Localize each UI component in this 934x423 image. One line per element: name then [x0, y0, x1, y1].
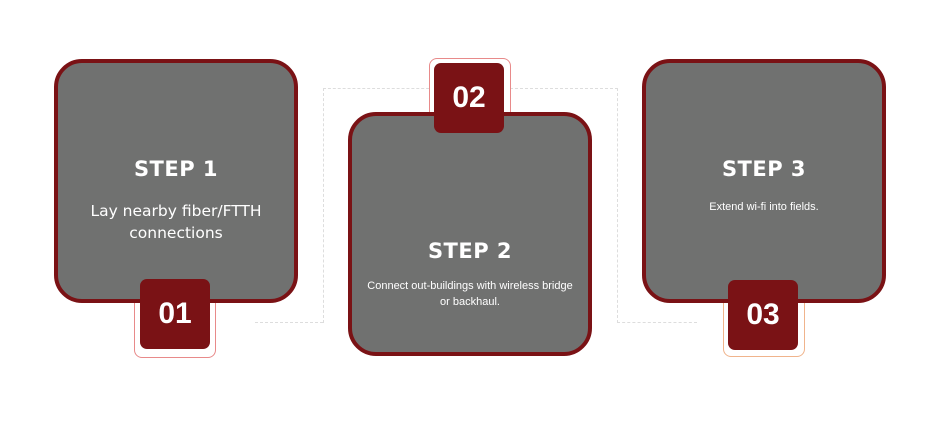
step-description: Extend wi-fi into fields.: [709, 201, 819, 213]
connector-line: [617, 322, 697, 323]
step-description: Lay nearby fiber/FTTH connections: [90, 202, 262, 242]
connector-line: [255, 322, 323, 323]
step-description: Connect out-buildings with wireless brid…: [367, 280, 573, 308]
step-number-badge: 02: [434, 63, 504, 133]
step-card-3: STEP 3 Extend wi-fi into fields.: [642, 59, 886, 303]
step-title: STEP 1: [133, 157, 219, 181]
step-number-badge: 03: [728, 280, 798, 350]
step-title: STEP 2: [427, 239, 513, 263]
connector-line: [510, 88, 618, 323]
step-card-1: STEP 1 Lay nearby fiber/FTTH connections: [54, 59, 298, 303]
step-title: STEP 3: [721, 157, 807, 181]
connector-line: [323, 88, 434, 323]
step-number-badge: 01: [140, 279, 210, 349]
step-card-2: STEP 2 Connect out-buildings with wirele…: [348, 112, 592, 356]
